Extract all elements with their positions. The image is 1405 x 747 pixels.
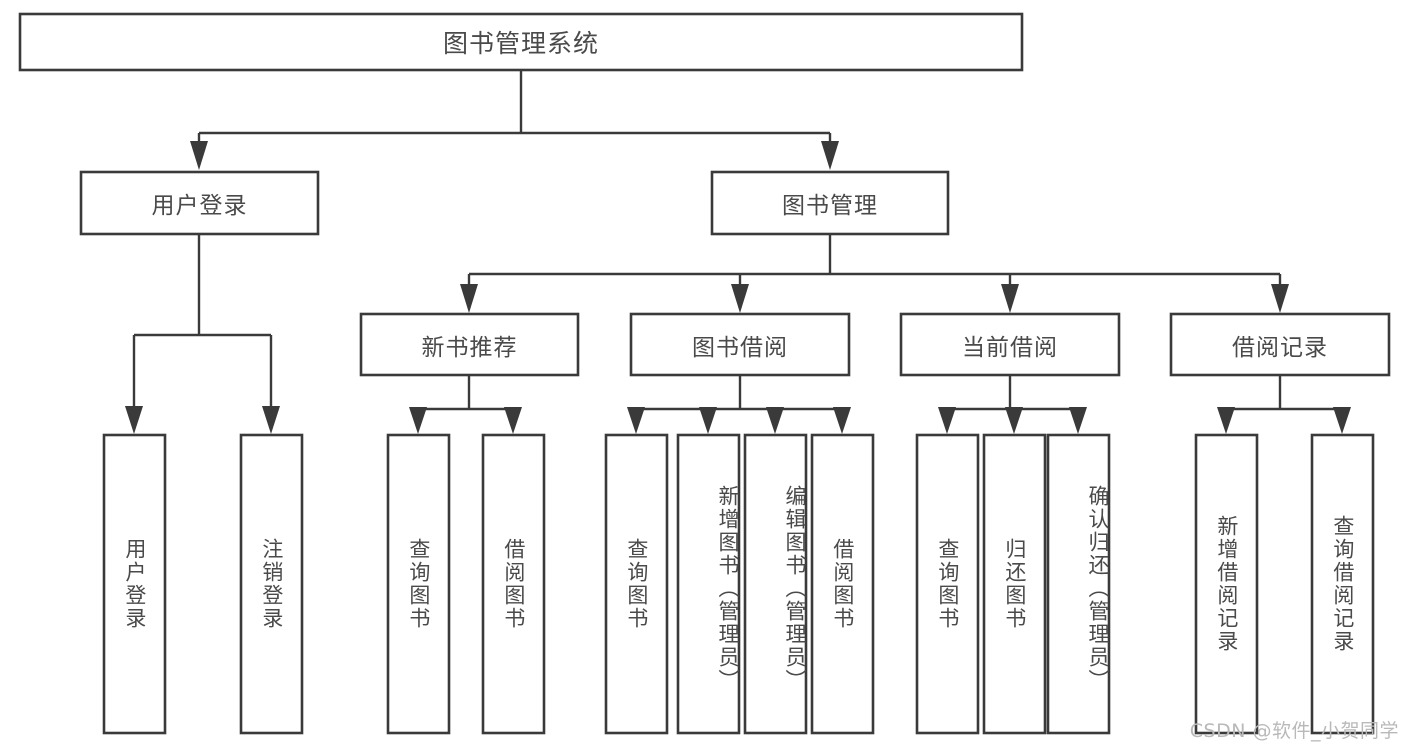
- leaf-box-user-login-0[interactable]: [102, 433, 167, 735]
- arrowhead-br-leaf-1: [1217, 407, 1235, 434]
- arrowhead-br-leaf-2: [1333, 407, 1351, 434]
- arrowhead-book-borrow: [731, 284, 749, 313]
- arrowhead-bb-leaf-2: [699, 407, 717, 434]
- arrowhead-cb-leaf-1: [938, 407, 956, 434]
- leaf-box-borrow-record-1[interactable]: [1310, 433, 1375, 735]
- arrowhead-nbr-leaf-2: [504, 407, 522, 434]
- arrowhead-user-login: [190, 141, 208, 170]
- arrowhead-cb-leaf-2: [1005, 407, 1023, 434]
- leaf-box-new-book-rec-0[interactable]: [386, 433, 451, 735]
- leaf-box-new-book-rec-1[interactable]: [481, 433, 546, 735]
- connectors-layer: [125, 70, 1351, 434]
- leaf-box-book-borrow-1[interactable]: [676, 433, 741, 735]
- arrowhead-cb-leaf-3: [1069, 407, 1087, 434]
- node-box-book-borrow[interactable]: [629, 312, 851, 377]
- arrowhead-bb-leaf-3: [766, 407, 784, 434]
- node-boxes-layer: [18, 12, 1391, 735]
- leaf-box-book-borrow-2[interactable]: [743, 433, 808, 735]
- node-box-new-book-rec[interactable]: [359, 312, 580, 377]
- arrowhead-book-manage: [821, 141, 839, 170]
- leaf-box-borrow-record-0[interactable]: [1194, 433, 1259, 735]
- node-box-book-manage[interactable]: [710, 170, 950, 236]
- node-box-root[interactable]: [18, 12, 1024, 72]
- arrowhead-nbr-leaf-1: [409, 407, 427, 434]
- leaf-box-current-borrow-2[interactable]: [1046, 433, 1111, 735]
- arrowhead-new-book-rec: [460, 284, 478, 313]
- leaf-box-current-borrow-0[interactable]: [915, 433, 980, 735]
- arrowhead-user-login-leaf-2: [262, 406, 280, 434]
- arrowhead-current-borrow: [1001, 284, 1019, 313]
- arrowhead-bb-leaf-1: [627, 407, 645, 434]
- arrowhead-bb-leaf-4: [833, 407, 851, 434]
- arrowhead-user-login-leaf-1: [125, 406, 143, 434]
- leaf-box-current-borrow-1[interactable]: [982, 433, 1047, 735]
- node-box-current-borrow[interactable]: [899, 312, 1121, 377]
- arrowhead-borrow-record: [1271, 284, 1289, 313]
- leaf-box-user-login-1[interactable]: [239, 433, 304, 735]
- leaf-box-book-borrow-0[interactable]: [604, 433, 669, 735]
- leaf-box-book-borrow-3[interactable]: [810, 433, 875, 735]
- node-box-user-login[interactable]: [79, 170, 320, 236]
- node-box-borrow-record[interactable]: [1169, 312, 1391, 377]
